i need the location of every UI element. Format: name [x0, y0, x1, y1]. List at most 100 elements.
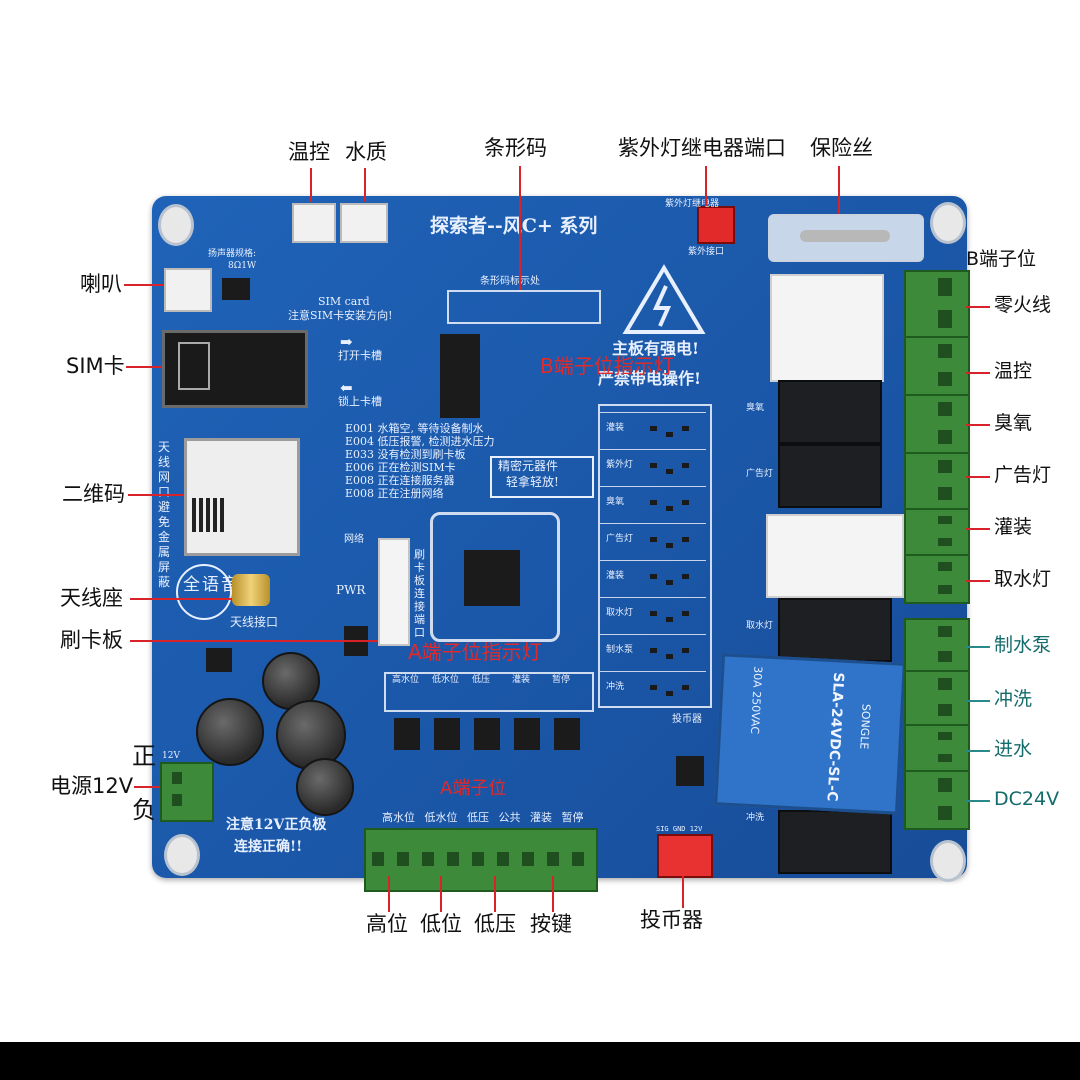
- relay-brand: SONGLE: [857, 703, 873, 750]
- callout-line: [966, 800, 990, 802]
- power-note1: 注意12V正负极: [226, 817, 327, 833]
- callout-right-terminal: 温控: [994, 360, 1033, 382]
- error-line: E004 低压报警, 检测进水压力: [345, 435, 495, 448]
- relay-side-label: 取水灯: [746, 621, 774, 631]
- warning-line2: 严禁带电操作!: [598, 369, 702, 388]
- callout-right-terminal: 广告灯: [994, 464, 1052, 486]
- smd-led: [666, 432, 673, 437]
- sim-note: 注意SIM卡安装方向!: [288, 309, 393, 322]
- terminal-screw: [938, 310, 952, 328]
- b-led-row: [600, 597, 706, 598]
- barcode-label: 条形码标示处: [480, 276, 540, 287]
- callout-line: [124, 284, 164, 286]
- callout-line: [966, 306, 990, 308]
- callout-line: [838, 166, 840, 214]
- bottom-label: 灌装: [530, 811, 552, 824]
- callout-line: [552, 876, 554, 912]
- callout-right-terminal: 零火线: [994, 294, 1052, 316]
- callout-line: [966, 646, 990, 648]
- a-indicator-overlay: A端子位指示灯: [408, 640, 542, 664]
- smd-led: [682, 574, 689, 579]
- smd-led: [650, 463, 657, 468]
- smd-led: [666, 469, 673, 474]
- b-led-label: 制水泵: [606, 645, 634, 655]
- power-terminal: [160, 762, 214, 822]
- a-led-label: 低压: [472, 675, 491, 685]
- sim-card-slot: [162, 330, 308, 408]
- callout-line: [440, 876, 442, 912]
- callout-antenna: 天线座: [60, 586, 123, 610]
- terminal-screw: [938, 487, 952, 500]
- terminal-screw: [172, 772, 182, 784]
- a-led-label: 灌装: [512, 675, 531, 685]
- terminal-screw: [938, 778, 952, 792]
- callout-b-terminal: B端子位: [966, 248, 1037, 270]
- sim-card-label: SIM card: [318, 295, 370, 308]
- water-quality-connector: [340, 203, 388, 243]
- capacitor: [296, 758, 354, 816]
- callout-right-terminal: 制水泵: [994, 634, 1052, 656]
- callout-line: [494, 876, 496, 912]
- power-relay: 30A 250VAC SLA-24VDC-SL-C SONGLE: [714, 653, 906, 815]
- callout-line: [519, 166, 521, 290]
- right-terminal-block: [904, 394, 970, 454]
- callout-line: [126, 366, 162, 368]
- optocoupler: [514, 718, 540, 750]
- callout-low-pressure: 低压: [474, 912, 516, 936]
- relay-side-label: 广告灯: [746, 469, 774, 479]
- b-led-row: [600, 560, 706, 561]
- optocoupler: [554, 718, 580, 750]
- callout-sim: SIM卡: [66, 354, 125, 378]
- full-voice-badge: [176, 564, 232, 620]
- right-terminal-block: [904, 670, 970, 726]
- callout-low-level: 低位: [420, 912, 462, 936]
- terminal-screw: [938, 402, 952, 416]
- terminal-screw: [522, 852, 534, 866]
- terminal-screw: [938, 678, 952, 690]
- callout-line: [966, 580, 990, 582]
- smd-led: [682, 426, 689, 431]
- b-led-row: [600, 523, 706, 524]
- precision-note1: 精密元器件: [498, 459, 559, 473]
- b-led-label: 臭氧: [606, 497, 625, 507]
- smd-led: [682, 463, 689, 468]
- smd-led: [682, 611, 689, 616]
- b-led-label: 灌装: [606, 571, 625, 581]
- callout-line: [966, 700, 990, 702]
- callout-right-terminal: 臭氧: [994, 412, 1033, 434]
- b-led-row: [600, 671, 706, 672]
- optocoupler: [474, 718, 500, 750]
- terminal-screw: [172, 794, 182, 806]
- relay-black: [778, 444, 882, 508]
- error-line: E008 正在连接服务器: [345, 474, 455, 487]
- callout-high-level: 高位: [366, 912, 408, 936]
- callout-line: [682, 876, 684, 908]
- callout-barcode: 条形码: [484, 136, 547, 160]
- smd-led: [666, 506, 673, 511]
- bottom-label: 低压: [467, 811, 489, 824]
- relay-black: [778, 810, 892, 874]
- terminal-screw: [372, 852, 384, 866]
- relay-side-label: 臭氧: [746, 403, 765, 413]
- temp-control-connector: [292, 203, 336, 243]
- b-led-column: [598, 404, 712, 708]
- open-slot-label: 打开卡槽: [338, 349, 382, 362]
- callout-card-board: 刷卡板: [60, 628, 123, 652]
- terminal-screw: [938, 430, 952, 444]
- smd-led: [666, 617, 673, 622]
- callout-line: [966, 750, 990, 752]
- terminal-screw: [447, 852, 459, 866]
- antenna-port-label: 天线接口: [230, 615, 279, 629]
- smd-led: [666, 580, 673, 585]
- callout-line: [364, 168, 366, 202]
- warning-line1: 主板有强电!: [612, 339, 700, 358]
- smd-led: [650, 500, 657, 505]
- optocoupler: [434, 718, 460, 750]
- error-line: E033 没有检测到刷卡板: [345, 448, 466, 461]
- callout-right-terminal: 进水: [994, 738, 1033, 760]
- speaker-spec-title: 扬声器规格:: [208, 249, 257, 259]
- a-led-row: [384, 672, 594, 712]
- terminal-screw: [938, 626, 952, 637]
- callout-right-terminal: DC24V: [994, 788, 1060, 810]
- b-led-row: [600, 412, 706, 413]
